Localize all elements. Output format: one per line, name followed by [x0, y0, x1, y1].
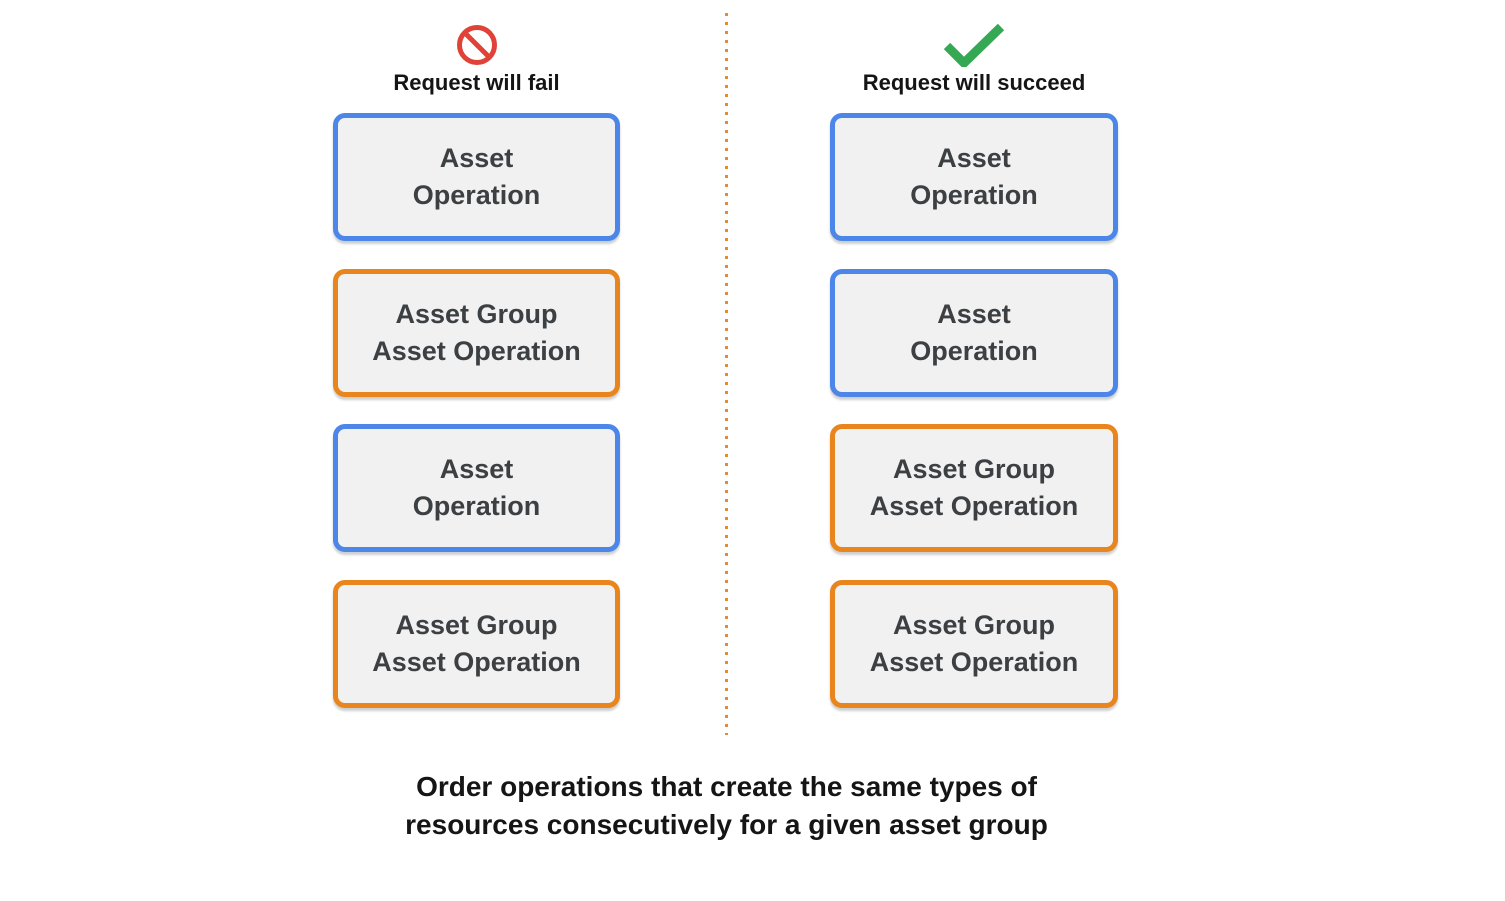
box-label-line: Operation: [412, 180, 541, 210]
box-label-line: Asset Operation: [869, 647, 1079, 677]
box-label-line: Operation: [910, 336, 1038, 366]
fail-header-label: Request will fail: [393, 70, 560, 95]
box-label-line: Asset: [937, 299, 1011, 329]
box-asset-group-asset-operation: Asset Group Asset Operation: [830, 424, 1118, 552]
box-asset-operation: Asset Operation: [830, 113, 1118, 241]
box-label-line: Asset Operation: [869, 491, 1079, 521]
box-asset-operation: Asset Operation: [333, 113, 620, 241]
column-header-succeed: Request will succeed: [830, 22, 1118, 96]
box-label-line: Operation: [910, 180, 1038, 210]
box-label-line: Asset Group: [892, 610, 1056, 640]
succeed-header-label: Request will succeed: [862, 70, 1086, 95]
box-asset-group-asset-operation: Asset Group Asset Operation: [830, 580, 1118, 708]
box-asset-operation: Asset Operation: [830, 269, 1118, 397]
box-label-line: Asset: [937, 143, 1011, 173]
caption-line-2: resources consecutively for a given asse…: [405, 809, 1048, 840]
caption-line-1: Order operations that create the same ty…: [416, 771, 1037, 802]
box-asset-group-asset-operation: Asset Group Asset Operation: [333, 269, 620, 397]
box-asset-operation: Asset Operation: [333, 424, 620, 552]
box-label-line: Asset Operation: [372, 336, 581, 366]
box-label-line: Operation: [412, 491, 541, 521]
caption: Order operations that create the same ty…: [0, 768, 1453, 844]
box-label-line: Asset: [439, 143, 514, 173]
box-label-line: Asset Group: [395, 610, 558, 640]
box-label-line: Asset Group: [892, 454, 1056, 484]
checkmark-icon: [943, 22, 1005, 67]
no-entry-icon: [456, 22, 498, 67]
box-label-line: Asset: [439, 454, 514, 484]
box-label-line: Asset Group: [395, 299, 558, 329]
column-header-fail: Request will fail: [333, 22, 620, 96]
box-label-line: Asset Operation: [372, 647, 581, 677]
dotted-divider: [725, 13, 728, 735]
box-asset-group-asset-operation: Asset Group Asset Operation: [333, 580, 620, 708]
